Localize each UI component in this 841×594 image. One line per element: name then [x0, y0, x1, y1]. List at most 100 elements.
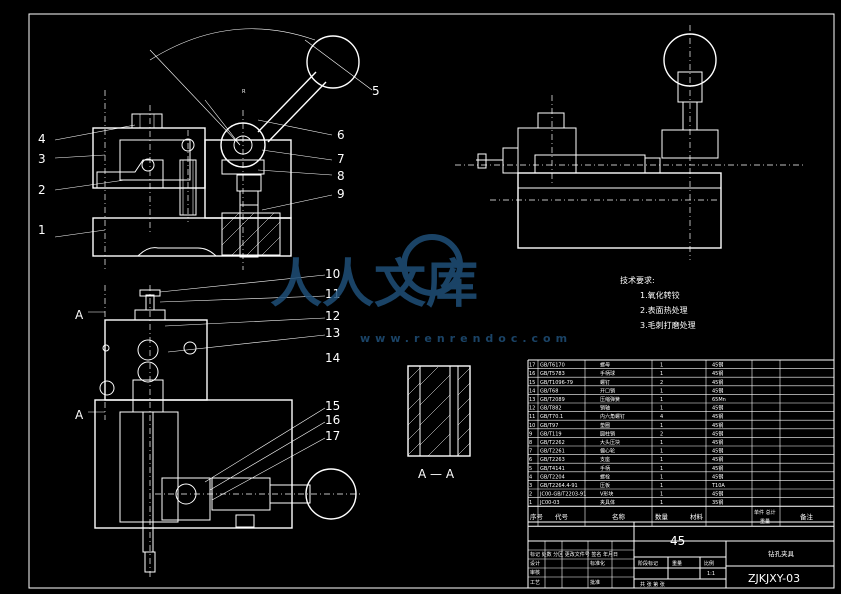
section-mark-bottom: A: [75, 408, 84, 422]
bom-cell-name: 夹具体: [600, 499, 615, 506]
part-label: 17: [325, 429, 340, 443]
weight-label: 重量: [672, 560, 682, 567]
watermark-url: www.renrendoc.com: [360, 332, 572, 345]
bom-cell-code: GB/T2262: [540, 440, 565, 446]
bom-cell-code: GB/T119: [540, 431, 562, 437]
bom-cell-code: GB/T2264.4-91: [540, 483, 578, 489]
title-block: 45 钻孔夹具 ZJKJXY-03 阶段标记 重量 比例 1:1 共 张 第 张…: [527, 521, 835, 589]
scale-label: 比例: [704, 560, 714, 567]
bom-cell-name: 压缩弹簧: [600, 396, 620, 403]
bom-cell-no: 8: [529, 440, 532, 446]
bom-cell-mat: 45钢: [712, 370, 723, 377]
bom-cell-no: 14: [529, 388, 535, 394]
bom-cell-code: GB/T5783: [540, 371, 565, 377]
tech-item: 1.氧化转铰: [640, 290, 680, 300]
part-label: 7: [337, 152, 345, 166]
bom-cell-name: 手柄: [600, 465, 610, 472]
bom-cell-no: 11: [529, 414, 535, 420]
part-label: 6: [337, 128, 345, 142]
section-a-a: [407, 365, 471, 457]
bom-cell-mat: 45钢: [712, 405, 723, 412]
bom-cell-no: 13: [529, 397, 535, 403]
bom-cell-mat: 45钢: [712, 491, 723, 498]
part-label: 10: [325, 267, 340, 281]
bom-cell-mat: 45钢: [712, 439, 723, 446]
bom-cell-code: GB/T882: [540, 406, 562, 412]
drawing-number: ZJKJXY-03: [748, 572, 800, 585]
bom-cell-name: 销轴: [600, 405, 610, 412]
bom-cell-code: GB/T2204: [540, 474, 565, 480]
front-view: R: [92, 28, 360, 270]
part-label: 15: [325, 399, 340, 413]
bom-cell-mat: 45钢: [712, 448, 723, 455]
part-label: 14: [325, 351, 340, 365]
title-material: 45: [670, 534, 685, 548]
part-label: 1: [38, 223, 46, 237]
bom-cell-no: 3: [529, 483, 532, 489]
tech-item: 2.表面热处理: [640, 305, 688, 315]
bom-cell-code: GB/T6170: [540, 363, 565, 369]
bom-cell-no: 17: [529, 363, 535, 369]
bom-cell-qty: 1: [660, 457, 663, 463]
bom-header-qty: 数量: [655, 512, 669, 521]
bom-cell-mat: T10A: [711, 483, 725, 489]
bom-cell-name: 压板: [600, 482, 610, 489]
bom-cell-no: 1: [529, 500, 532, 506]
bom-cell-name: 手柄球: [600, 370, 615, 377]
bom-header-mat: 材料: [690, 512, 704, 521]
part-label: 16: [325, 413, 340, 427]
part-label: 12: [325, 309, 340, 323]
approve: 批准: [590, 579, 600, 586]
bom-cell-qty: 1: [660, 500, 663, 506]
tech-requirements: 技术要求: 1.氧化转铰 2.表面热处理 3.毛刺打磨处理: [620, 275, 696, 330]
part-labels: 4 3 2 1 5 6 7 8 9 10 11 12 13 14 15 16 1…: [38, 84, 455, 481]
bom-cell-code: GB/T2089: [540, 397, 565, 403]
bom-header-weight: 单件 总计: [754, 509, 776, 516]
bom-cell-name: 内六角螺钉: [600, 413, 625, 420]
bom-cell-qty: 1: [660, 483, 663, 489]
bom-cell-qty: 4: [660, 414, 663, 420]
standard: 标准化: [590, 560, 605, 567]
section-title: A — A: [418, 467, 455, 481]
leader-lines: [54, 39, 373, 501]
bom-cell-code: GB/T68: [540, 388, 558, 394]
tech-item: 3.毛刺打磨处理: [640, 320, 696, 330]
bom-cell-qty: 2: [660, 431, 663, 437]
bom-cell-qty: 1: [660, 474, 663, 480]
bom-cell-no: 12: [529, 406, 535, 412]
bom-cell-code: GB/T2263: [540, 457, 565, 463]
part-label: 4: [38, 132, 46, 146]
top-view: [88, 285, 360, 580]
bom-cell-name: 开口销: [600, 387, 615, 394]
bom-cell-no: 7: [529, 449, 532, 455]
side-view: [455, 25, 805, 260]
bom-cell-name: 螺钉: [600, 379, 610, 386]
bom-cell-name: 垫圈: [600, 422, 610, 429]
bom-cell-no: 16: [529, 371, 535, 377]
bom-cell-no: 4: [529, 474, 532, 480]
bom-header-note: 备注: [800, 512, 814, 521]
bom-cell-qty: 1: [660, 397, 663, 403]
bom-cell-mat: 45钢: [712, 456, 723, 463]
process: 工艺: [530, 580, 540, 586]
bom-cell-no: 15: [529, 380, 535, 386]
bom-cell-code: JC00-03: [539, 500, 560, 506]
part-label: 3: [38, 152, 46, 166]
bom-cell-name: 螺栓: [600, 473, 610, 480]
bom-cell-qty: 1: [660, 466, 663, 472]
bom-cell-mat: 45钢: [712, 379, 723, 386]
bom-cell-mat: 45钢: [712, 387, 723, 394]
bom-cell-mat: 35钢: [712, 499, 723, 506]
bom-cell-no: 10: [529, 423, 535, 429]
reviewer: 审核: [530, 569, 540, 576]
scale-value: 1:1: [707, 571, 715, 577]
svg-text:R: R: [242, 89, 246, 95]
bom-cell-qty: 1: [660, 363, 663, 369]
bom-cell-name: 螺母: [600, 362, 610, 369]
part-label: 13: [325, 326, 340, 340]
bom-cell-no: 2: [529, 492, 532, 498]
bom-header-no: 序号: [530, 512, 544, 521]
bom-cell-qty: 1: [660, 440, 663, 446]
bom-cell-qty: 2: [660, 380, 663, 386]
